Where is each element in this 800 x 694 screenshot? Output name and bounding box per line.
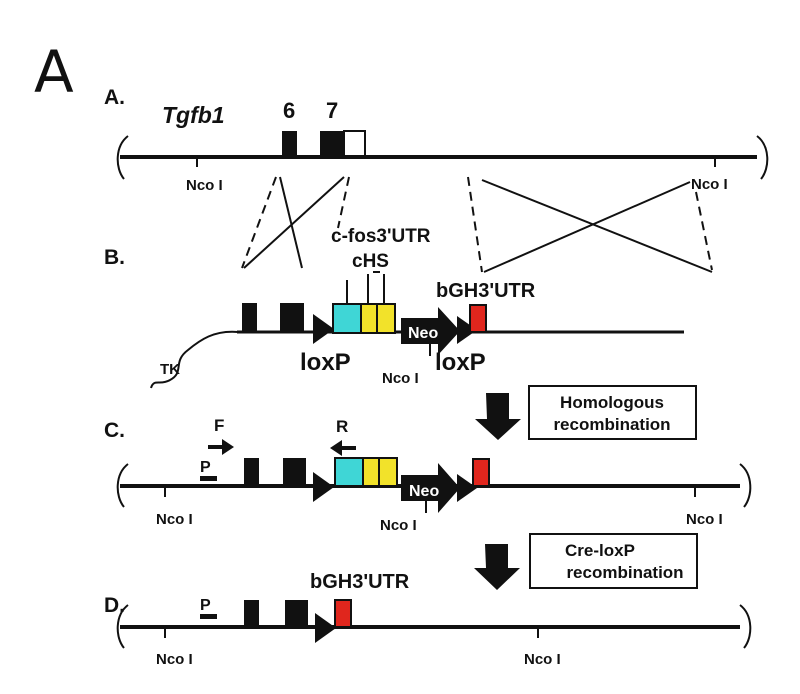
allele-c-exon6-box	[244, 458, 259, 486]
homologous-recombination-box	[528, 385, 697, 440]
vector-exon7-box	[280, 303, 304, 332]
nco-site-a-left: Nco I	[186, 177, 223, 194]
probe-label-d: P	[200, 597, 211, 614]
primer-f-label: F	[214, 416, 224, 435]
bgh-utr-label-b: bGH3'UTR	[436, 280, 536, 302]
homology-crossover	[241, 176, 713, 273]
locus-wildtype-left-break	[116, 135, 129, 180]
exon7-coding-box	[320, 131, 344, 156]
gene-name: Tgfb1	[162, 102, 225, 128]
primer-r-arrow	[330, 440, 356, 456]
nco-site-d-left: Nco I	[156, 651, 193, 668]
chs-box-2	[376, 303, 396, 334]
allele-c-loxp-left	[313, 472, 334, 502]
chs-label: cHS	[352, 251, 389, 272]
neo-label-c: Neo	[409, 483, 439, 500]
targeting-vector	[150, 271, 684, 389]
cre-line-2: recombination	[566, 563, 683, 582]
loxp-left-label: loxP	[300, 349, 351, 376]
bgh-utr-box-b	[469, 304, 487, 333]
step-arrow-cre	[474, 544, 520, 590]
probe-label-c: P	[200, 459, 211, 476]
row-a-label: A.	[104, 86, 125, 109]
allele-c-cfos-box	[334, 457, 364, 487]
cfos-utr-label: c-fos3'UTR	[331, 226, 431, 247]
homologous-line-1: Homologous	[560, 393, 664, 412]
nco-site-c-left: Nco I	[156, 511, 193, 528]
allele-d-left-break	[116, 604, 129, 649]
allele-d-exon6-box	[244, 600, 259, 627]
loxp-right-triangle	[457, 316, 477, 344]
neo-arrow-b	[401, 307, 460, 355]
nco-site-c-right: Nco I	[686, 511, 723, 528]
loxp-left-triangle	[313, 314, 334, 344]
tk-cassette-tail	[150, 330, 239, 389]
allele-c-loxp-right	[457, 474, 477, 502]
locus-wildtype	[116, 130, 769, 180]
targeted-allele	[116, 439, 752, 513]
probe-bar-c	[200, 476, 217, 481]
locus-wildtype-right-break	[756, 135, 769, 180]
exon7-utr-box	[343, 130, 366, 157]
primer-r-label: R	[336, 417, 348, 436]
allele-d-loxp	[315, 613, 336, 643]
loxp-right-label: loxP	[435, 349, 486, 376]
cre-loxp-recombination-box	[529, 533, 698, 589]
row-d-label: D.	[104, 594, 125, 617]
deleted-allele	[116, 599, 752, 649]
probe-bar-d	[200, 614, 217, 619]
neo-arrow-c	[401, 463, 460, 513]
allele-d-exon7-box	[285, 600, 308, 627]
exon6-number: 6	[283, 98, 295, 123]
panel-letter: A	[34, 38, 74, 106]
exon6-box	[282, 131, 297, 156]
bgh-utr-label-d: bGH3'UTR	[310, 571, 410, 593]
row-c-label: C.	[104, 419, 125, 442]
allele-c-chs-box-1	[362, 457, 380, 487]
primer-f-arrow	[208, 439, 234, 455]
nco-site-a-right: Nco I	[691, 176, 728, 193]
allele-d-right-break	[739, 604, 752, 649]
vector-exon6-box	[242, 303, 257, 332]
row-b-label: B.	[104, 246, 125, 269]
nco-site-c-mid: Nco I	[380, 517, 417, 534]
allele-c-left-break	[116, 463, 129, 508]
chs-box-1	[360, 303, 378, 334]
bgh-utr-box-c	[472, 458, 490, 487]
nco-site-b: Nco I	[382, 370, 419, 387]
neo-label-b: Neo	[408, 325, 438, 342]
exon7-number: 7	[326, 98, 338, 123]
tk-label: TK	[160, 361, 180, 378]
allele-c-chs-box-2	[378, 457, 398, 487]
homologous-line-2: recombination	[553, 415, 670, 434]
allele-c-right-break	[739, 463, 752, 508]
allele-c-exon7-box	[283, 458, 306, 486]
cfos-utr-box	[332, 303, 362, 334]
bgh-utr-box-d	[334, 599, 352, 628]
step-arrow-homologous	[475, 393, 521, 440]
cre-line-1: Cre-loxP	[565, 541, 635, 560]
nco-site-d-right: Nco I	[524, 651, 561, 668]
